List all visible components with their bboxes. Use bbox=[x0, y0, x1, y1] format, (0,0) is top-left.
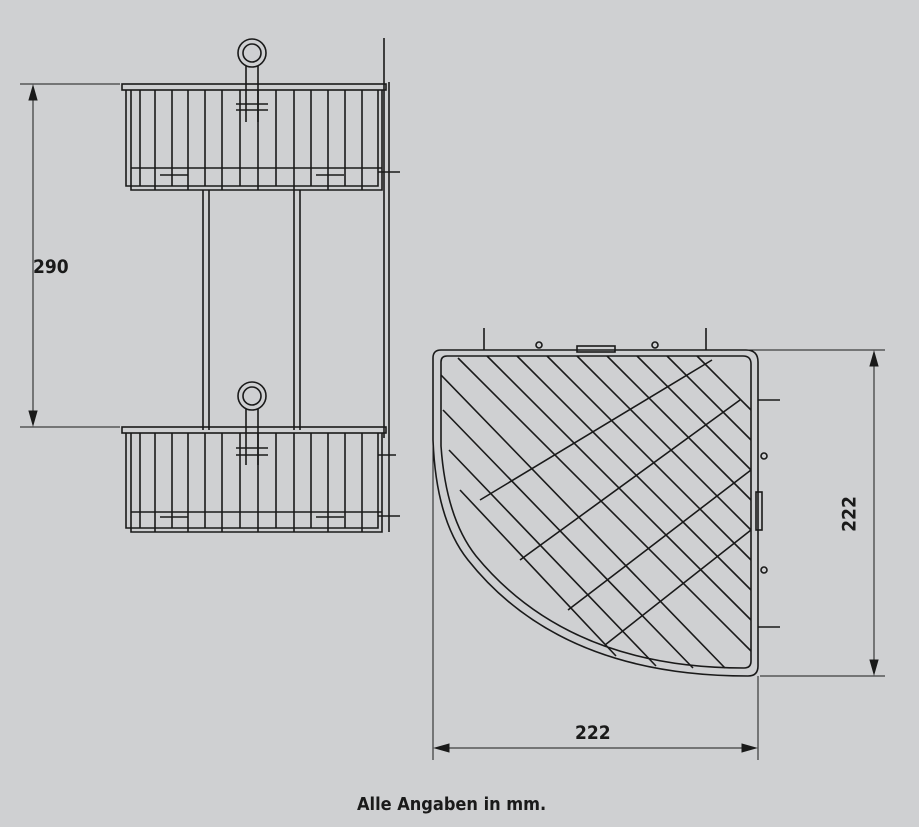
height-dimension-label: 290 bbox=[33, 256, 69, 278]
bottom-basket bbox=[121, 426, 400, 533]
top-basket bbox=[121, 83, 400, 191]
width-dimension bbox=[432, 440, 759, 760]
units-note: Alle Angaben in mm. bbox=[357, 794, 547, 815]
top-hanger bbox=[236, 38, 268, 122]
side-view bbox=[121, 38, 400, 533]
grid-wires bbox=[440, 355, 752, 669]
depth-dimension-label: 222 bbox=[838, 496, 861, 532]
height-dimension bbox=[20, 83, 120, 428]
depth-dimension bbox=[710, 349, 885, 677]
top-view bbox=[432, 328, 780, 677]
bottom-hanger bbox=[236, 381, 268, 465]
width-dimension-label: 222 bbox=[575, 722, 611, 744]
